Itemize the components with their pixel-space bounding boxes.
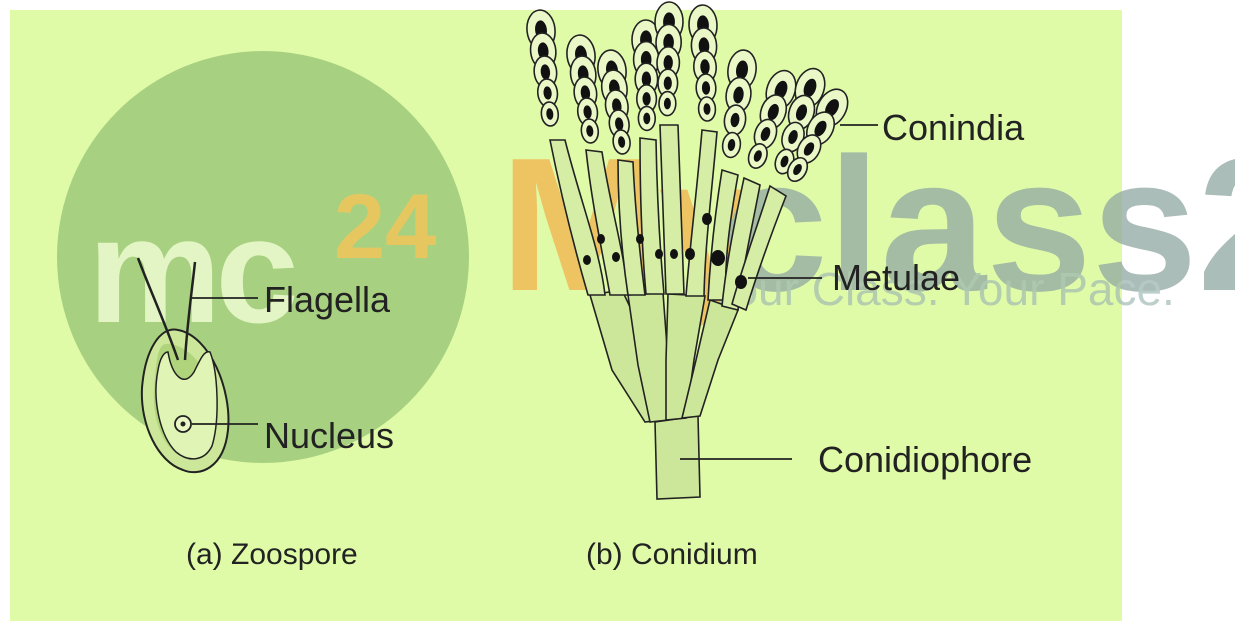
conidia-label: Conindia: [882, 107, 1025, 148]
metula-nucleus: [670, 249, 678, 259]
nucleus-label: Nucleus: [264, 415, 394, 456]
flagella-label: Flagella: [264, 279, 391, 320]
metula-nucleus: [612, 252, 620, 262]
watermark-logo-letters: mc: [88, 186, 295, 354]
metula-nucleus: [655, 249, 663, 259]
metula-nucleus: [636, 234, 644, 244]
conidiophore-stalk: [655, 416, 700, 499]
metula-nucleus: [702, 213, 712, 225]
metula-nucleus: [685, 248, 695, 260]
metulae-label: Metulae: [832, 257, 960, 298]
watermark-logo: mc 24: [57, 51, 469, 463]
zoospore-nucleolus: [181, 422, 186, 427]
metula-nucleus: [597, 234, 605, 244]
watermark-logo-number: 24: [334, 176, 436, 278]
metula-nucleus: [711, 250, 725, 266]
zoospore-caption: (a) Zoospore: [186, 538, 358, 571]
metula-nucleus: [735, 275, 747, 289]
conidiophore-label: Conidiophore: [818, 439, 1032, 480]
conidium-caption: (b) Conidium: [586, 538, 758, 571]
metula-nucleus: [583, 255, 591, 265]
